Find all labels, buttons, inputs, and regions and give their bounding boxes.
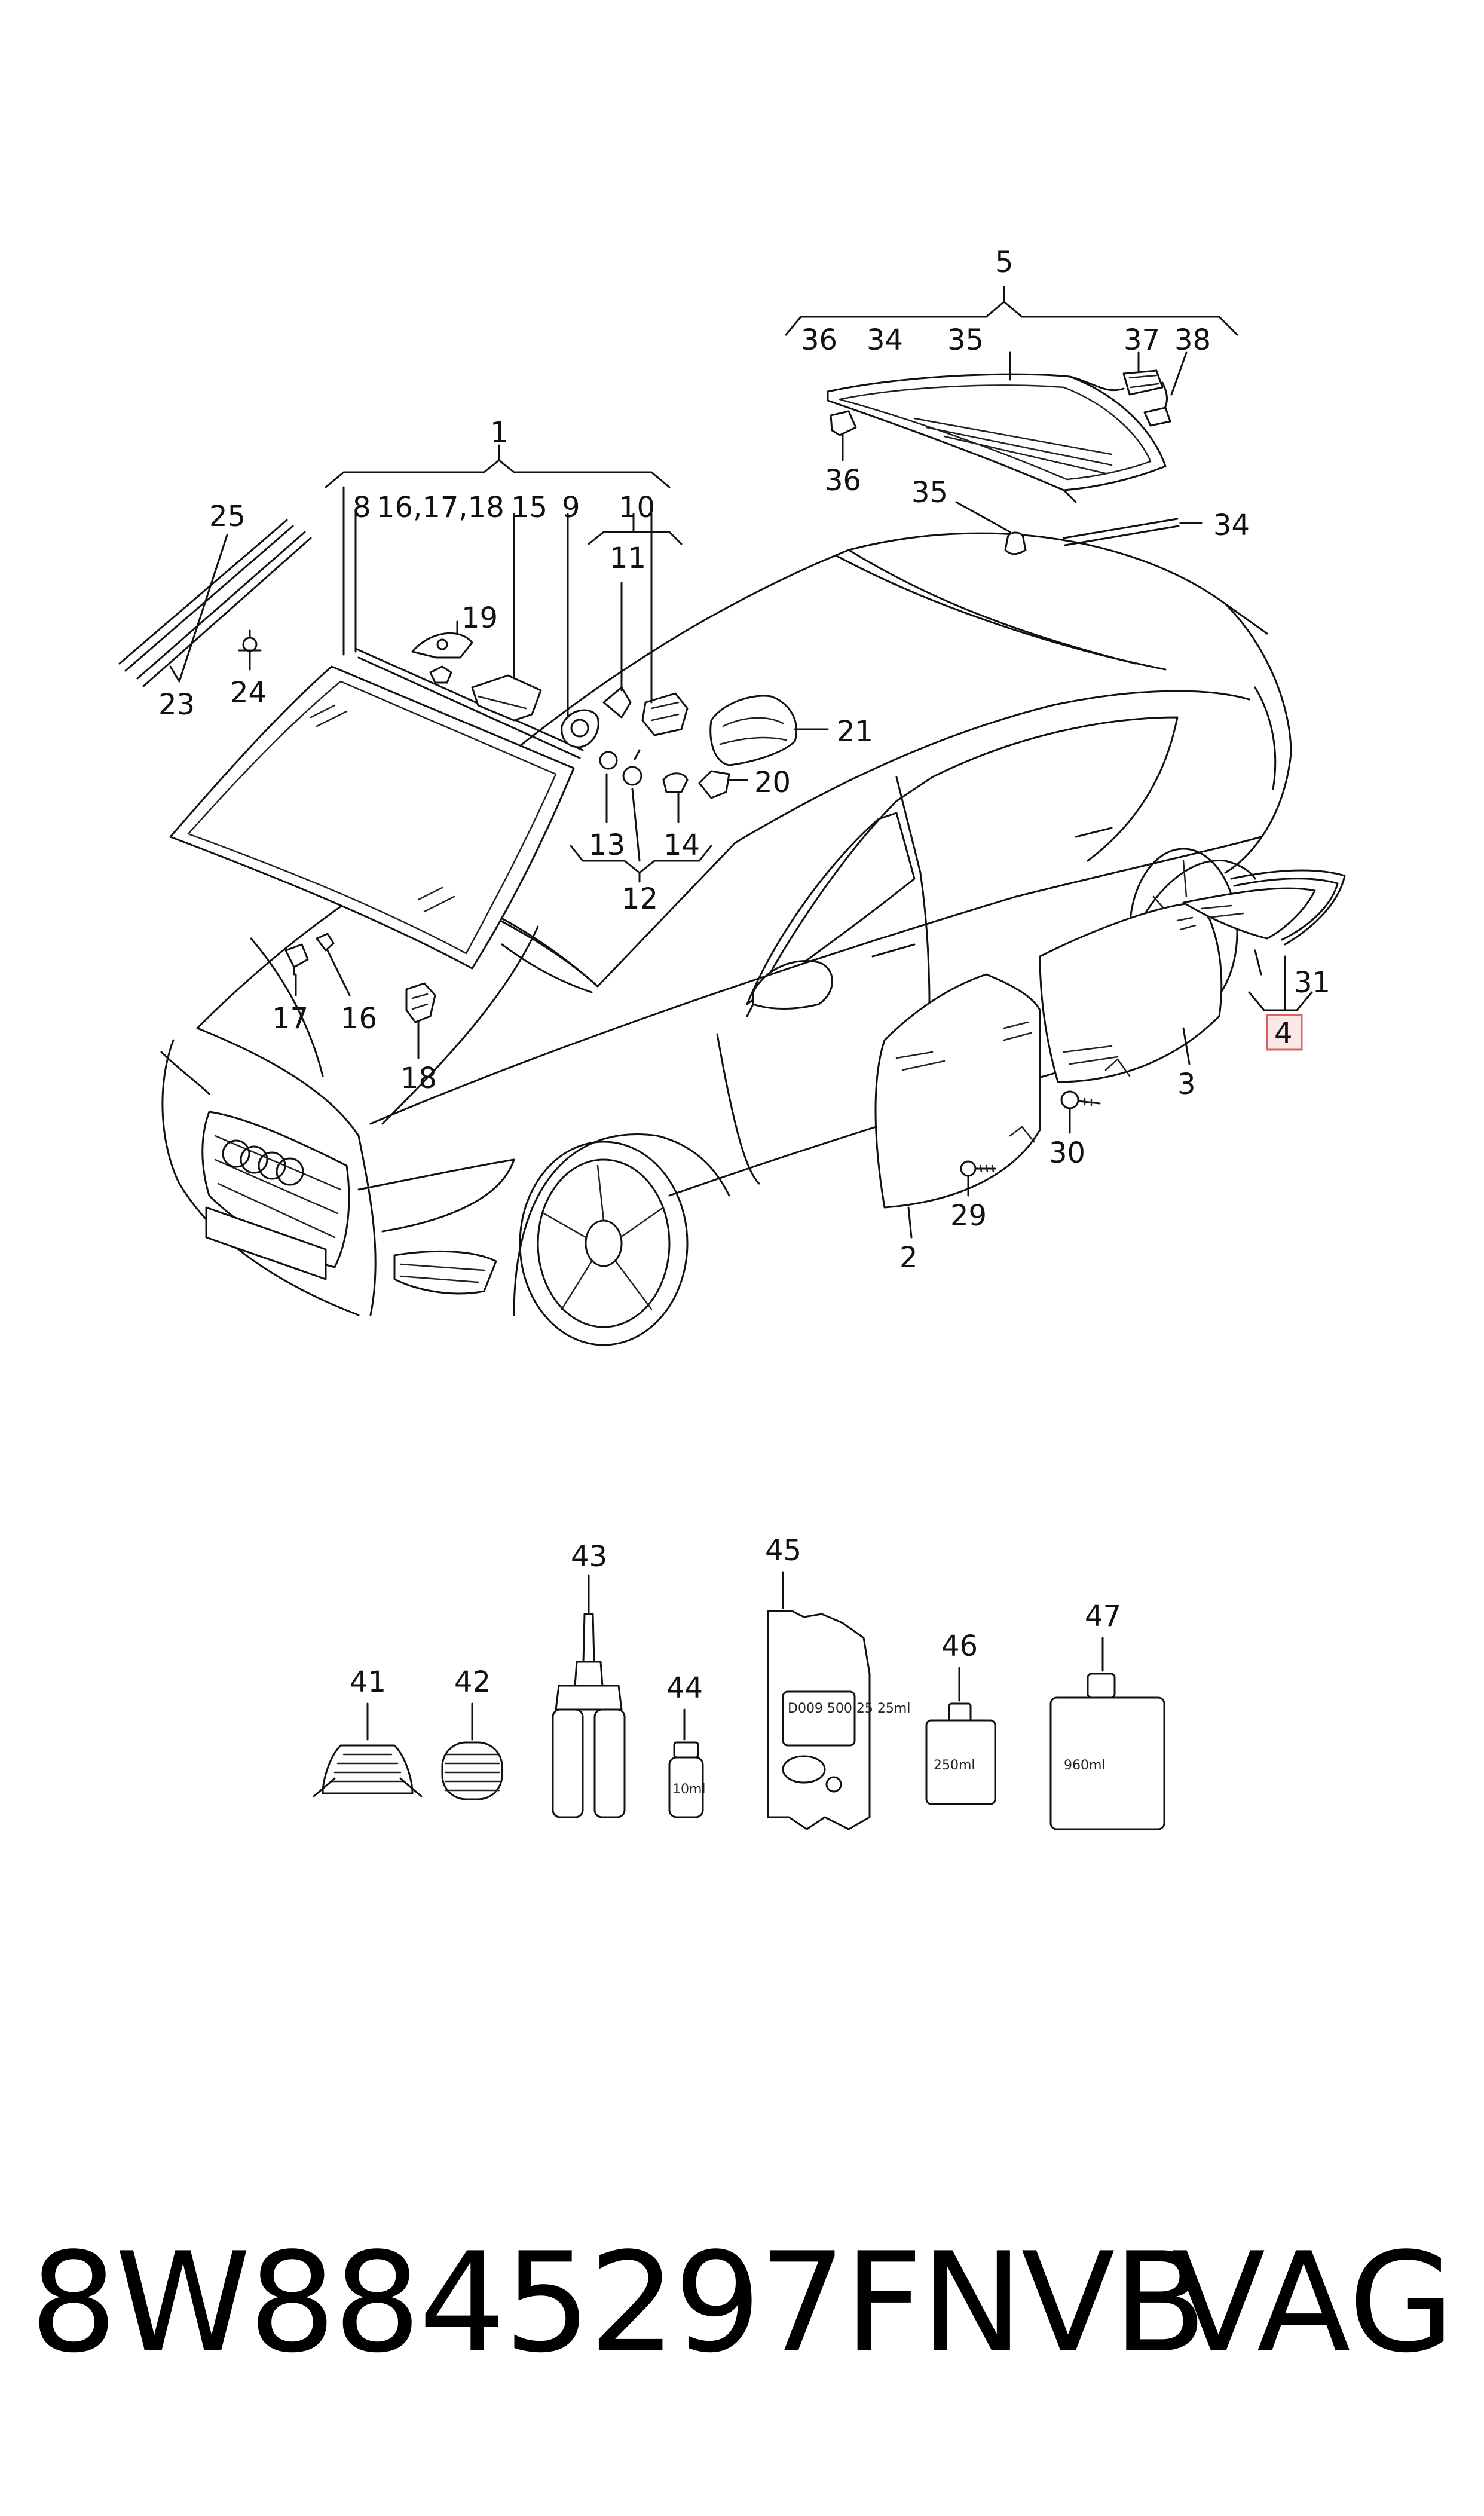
mirror-holder-9 xyxy=(561,709,599,748)
activator-bottle-46: 250ml xyxy=(925,1702,996,1805)
cowl-panel xyxy=(501,943,593,993)
adhesive-cartridge-43 xyxy=(552,1613,626,1818)
callout-35-top: 35 xyxy=(947,323,984,357)
callout-13: 13 xyxy=(589,829,625,862)
primer-vial-44: 10ml xyxy=(668,1741,706,1818)
callout-46: 46 xyxy=(941,1630,978,1663)
callout-11: 11 xyxy=(610,542,646,575)
bracket-19 xyxy=(411,632,473,684)
bolt-30 xyxy=(1060,1090,1101,1109)
callout-47: 47 xyxy=(1085,1600,1121,1633)
callout-34-top: 34 xyxy=(867,323,903,357)
callout-24: 24 xyxy=(230,676,267,710)
connector-38 xyxy=(1143,381,1171,427)
sealant-coil-42 xyxy=(441,1741,503,1800)
callout-30: 30 xyxy=(1049,1136,1085,1170)
part-16 xyxy=(316,933,335,952)
strip-34 xyxy=(1063,518,1180,546)
part-17 xyxy=(284,943,309,976)
callout-labels: 1 8 16,17,18 15 9 10 11 19 21 20 13 14 1… xyxy=(158,246,1330,1705)
clip-12 xyxy=(622,749,642,786)
leader-lines xyxy=(169,286,1313,1239)
seal-31 xyxy=(1230,869,1346,946)
callout-41: 41 xyxy=(350,1665,386,1699)
callout-15: 15 xyxy=(511,491,547,524)
svg-text:10ml: 10ml xyxy=(672,1782,706,1797)
brand-name: VAG xyxy=(1171,2224,1455,2383)
cover-21 xyxy=(709,695,798,766)
callout-9: 9 xyxy=(562,491,580,524)
callout-45: 45 xyxy=(765,1534,801,1567)
accessory-leaders xyxy=(366,1571,1104,1741)
part-11 xyxy=(602,686,632,719)
front-door-glass-2 xyxy=(874,973,1041,1209)
svg-text:250ml: 250ml xyxy=(934,1758,975,1773)
part-14 xyxy=(662,772,689,793)
callout-2: 2 xyxy=(899,1241,918,1274)
callout-3: 3 xyxy=(1177,1068,1196,1101)
callout-36-top: 36 xyxy=(801,323,837,357)
part-number: 8W8845297FNVB xyxy=(30,2224,1207,2383)
clip-24 xyxy=(238,629,262,652)
sealant-roll-41 xyxy=(313,1744,423,1797)
windshield-glass xyxy=(169,647,584,970)
callout-14: 14 xyxy=(663,829,700,862)
callout-25: 25 xyxy=(209,500,246,533)
rear-window-glass xyxy=(827,373,1167,503)
callout-19: 19 xyxy=(461,601,498,635)
callout-16: 16 xyxy=(341,1002,377,1035)
callout-5: 5 xyxy=(995,246,1014,279)
sensor-cover-15 xyxy=(471,674,542,722)
callout-43: 43 xyxy=(571,1540,607,1573)
callout-35: 35 xyxy=(911,476,948,509)
rear-glass-mark xyxy=(1104,1058,1131,1077)
connector-37 xyxy=(1069,369,1164,396)
callout-10: 10 xyxy=(619,491,655,524)
callout-21: 21 xyxy=(837,715,873,748)
part-18 xyxy=(405,982,436,1023)
highlight-box-4 xyxy=(1266,1014,1303,1051)
bolt-29 xyxy=(960,1160,996,1177)
callout-37: 37 xyxy=(1124,323,1160,357)
quarter-glass-4 xyxy=(1182,887,1316,940)
ring-13 xyxy=(599,751,618,770)
callout-16-17-18: 16,17,18 xyxy=(377,491,504,524)
callout-17: 17 xyxy=(272,1002,308,1035)
callout-23: 23 xyxy=(158,688,195,722)
cleaner-bottle-47: 960ml xyxy=(1049,1673,1165,1830)
part-20 xyxy=(698,770,730,799)
rear-door-glass-3 xyxy=(1039,901,1223,1083)
part-10 xyxy=(641,692,689,736)
callout-4: 4 xyxy=(1274,1017,1293,1050)
stop-35 xyxy=(1004,531,1027,555)
roof-molding-strips xyxy=(118,519,312,687)
cleaner-bag-45: D009 500 25 25ml xyxy=(767,1610,910,1830)
callout-20: 20 xyxy=(754,766,791,799)
callout-18: 18 xyxy=(400,1062,437,1095)
svg-text:960ml: 960ml xyxy=(1064,1758,1106,1773)
callout-38: 38 xyxy=(1174,323,1211,357)
callout-29: 29 xyxy=(950,1199,987,1233)
callout-8: 8 xyxy=(353,491,371,524)
callout-44: 44 xyxy=(666,1671,703,1705)
bracket-36 xyxy=(830,410,857,436)
callout-31: 31 xyxy=(1294,966,1330,999)
callout-12: 12 xyxy=(622,882,658,916)
callout-42: 42 xyxy=(454,1665,491,1699)
callout-36: 36 xyxy=(825,464,861,497)
callout-34: 34 xyxy=(1213,509,1250,542)
svg-text:D009 500 25 25ml: D009 500 25 25ml xyxy=(788,1701,910,1716)
callout-1: 1 xyxy=(490,416,509,450)
